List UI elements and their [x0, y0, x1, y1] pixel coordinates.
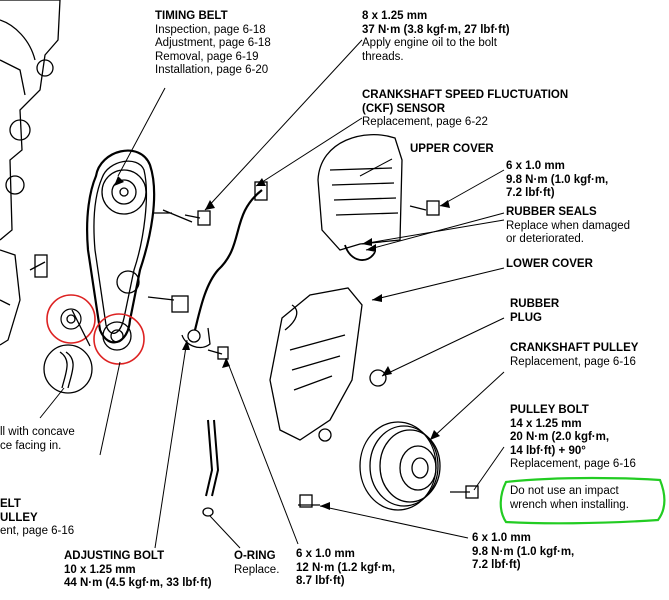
adjusting-bolt-title: ADJUSTING BOLT: [64, 550, 165, 562]
dipstick-bolt-label: 6 x 1.0 mm 12 N·m (1.2 kgf·m, 8.7 lbf·ft…: [296, 548, 395, 589]
rubber-seals-note-1: Replace when damaged: [506, 219, 631, 232]
timing-belt-installation: Installation, page 6-20: [155, 64, 269, 76]
impact-wrench-note-2: wrench when installing.: [510, 499, 629, 511]
adjusting-bolt-spec: 10 x 1.25 mm: [64, 563, 136, 576]
pulley-bolt-spec: 14 x 1.25 mm: [510, 417, 582, 430]
ckf-sensor-replacement: Replacement, page 6-22: [362, 116, 488, 128]
upper-cover-bolt-spec: 6 x 1.0 mm: [506, 160, 565, 172]
leader-arrowheads: [114, 176, 450, 510]
rubber-plug-illustration: [369, 369, 387, 387]
top-bolt-torque: 37 N·m (3.8 kgf·m, 27 lbf·ft): [362, 23, 510, 36]
timing-belt-title: TIMING BELT: [155, 10, 228, 22]
upper-cover-bolt-label: 6 x 1.0 mm 9.8 N·m (1.0 kgf·m, 7.2 lbf·f…: [506, 160, 608, 201]
upper-cover-illustration: [317, 134, 403, 261]
upper-cover-bolt-torque-1: 9.8 N·m (1.0 kgf·m,: [506, 173, 609, 186]
left-partial-note-1: ll with concave: [0, 426, 75, 438]
engine-block-illustration: [0, 0, 61, 346]
top-bolt-label: 8 x 1.25 mm 37 N·m (3.8 kgf·m, 27 lbf·ft…: [362, 10, 510, 64]
o-ring-note: Replace.: [234, 563, 280, 576]
impact-wrench-note-1: Do not use an impact: [510, 485, 619, 497]
adjusting-bolt-torque: 44 N·m (4.5 kgf·m, 33 lbf·ft): [64, 577, 212, 589]
upper-cover-label: UPPER COVER: [410, 143, 494, 157]
dipstick-tube-illustration: [202, 419, 220, 517]
o-ring-label: O-RING Replace.: [234, 550, 279, 577]
lower-cover-title: LOWER COVER: [506, 258, 593, 270]
crankshaft-pulley-title: CRANKSHAFT PULLEY: [510, 342, 639, 354]
pulley-bolt-torque-1: 20 N·m (2.0 kgf·m,: [510, 431, 610, 443]
left-partial-note: ll with concave ce facing in.: [0, 426, 75, 453]
bolt-illustrations: [184, 200, 479, 508]
dipstick-bolt-spec: 6 x 1.0 mm: [296, 548, 355, 560]
note-highlight-outline: [499, 476, 666, 525]
lower-cover-label: LOWER COVER: [506, 258, 593, 272]
leader-lines: [39, 39, 505, 549]
rubber-seals-title: RUBBER SEALS: [506, 206, 597, 218]
bottom-bolt-label: 6 x 1.0 mm 9.8 N·m (1.0 kgf·m, 7.2 lbf·f…: [472, 532, 574, 573]
timing-belt-removal: Removal, page 6-19: [155, 50, 259, 63]
pulley-bolt-title: PULLEY BOLT: [510, 404, 589, 416]
dipstick-bolt-torque-2: 8.7 lbf·ft): [296, 575, 345, 587]
rubber-seals-note-2: or deteriorated.: [506, 233, 584, 245]
crankshaft-pulley-illustration: [359, 421, 441, 511]
timing-belt-adjustment: Adjustment, page 6-18: [155, 37, 271, 49]
detail-view-illustration: [43, 309, 93, 394]
crankshaft-pulley-replacement: Replacement, page 6-16: [510, 355, 636, 368]
left-partial-belt-1: ELT: [0, 498, 21, 510]
bottom-bolt-spec: 6 x 1.0 mm: [472, 532, 531, 544]
ckf-sensor-title-2: (CKF) SENSOR: [362, 102, 446, 115]
dipstick-bolt-torque-1: 12 N·m (1.2 kgf·m,: [296, 561, 396, 574]
pulley-bolt-torque-2: 14 lbf·ft) + 90°: [510, 444, 586, 457]
bottom-bolt-torque-1: 9.8 N·m (1.0 kgf·m,: [472, 545, 575, 558]
rubber-plug-label: RUBBER PLUG: [510, 298, 559, 325]
left-partial-belt-3: ent, page 6-16: [0, 525, 75, 537]
adjusting-bolt-label: ADJUSTING BOLT 10 x 1.25 mm 44 N·m (4.5 …: [64, 550, 212, 591]
upper-cover-bolt-torque-2: 7.2 lbf·ft): [506, 187, 555, 199]
left-partial-belt-label: ELT ULLEY ent, page 6-16: [0, 498, 74, 539]
ckf-sensor-illustration: [181, 181, 268, 349]
pulley-bolt-replacement: Replacement, page 6-16: [510, 458, 636, 470]
timing-belt-inspection: Inspection, page 6-18: [155, 23, 266, 36]
crankshaft-pulley-label: CRANKSHAFT PULLEY Replacement, page 6-16: [510, 342, 638, 369]
impact-wrench-note: Do not use an impact wrench when install…: [510, 484, 629, 512]
ckf-sensor-title-1: CRANKSHAFT SPEED FLUCTUATION: [362, 89, 569, 101]
lower-cover-illustration: [269, 287, 363, 442]
top-bolt-note-2: threads.: [362, 50, 404, 63]
ckf-sensor-label: CRANKSHAFT SPEED FLUCTUATION (CKF) SENSO…: [362, 89, 568, 130]
upper-cover-title: UPPER COVER: [410, 143, 494, 155]
timing-belt-label: TIMING BELT Inspection, page 6-18 Adjust…: [155, 10, 271, 78]
pulley-bolt-label: PULLEY BOLT 14 x 1.25 mm 20 N·m (2.0 kgf…: [510, 404, 636, 472]
top-bolt-spec: 8 x 1.25 mm: [362, 10, 428, 22]
rubber-plug-title-1: RUBBER: [510, 298, 560, 310]
top-bolt-note-1: Apply engine oil to the bolt: [362, 37, 497, 49]
bottom-bolt-torque-2: 7.2 lbf·ft): [472, 559, 521, 571]
rubber-seals-label: RUBBER SEALS Replace when damaged or det…: [506, 206, 630, 247]
timing-belt-illustration: [86, 149, 193, 351]
o-ring-title: O-RING: [234, 550, 276, 562]
highlight-circles: [46, 294, 145, 365]
rubber-plug-title-2: PLUG: [510, 311, 542, 324]
left-partial-note-2: ce facing in.: [0, 439, 62, 452]
left-partial-belt-2: ULLEY: [0, 511, 38, 524]
